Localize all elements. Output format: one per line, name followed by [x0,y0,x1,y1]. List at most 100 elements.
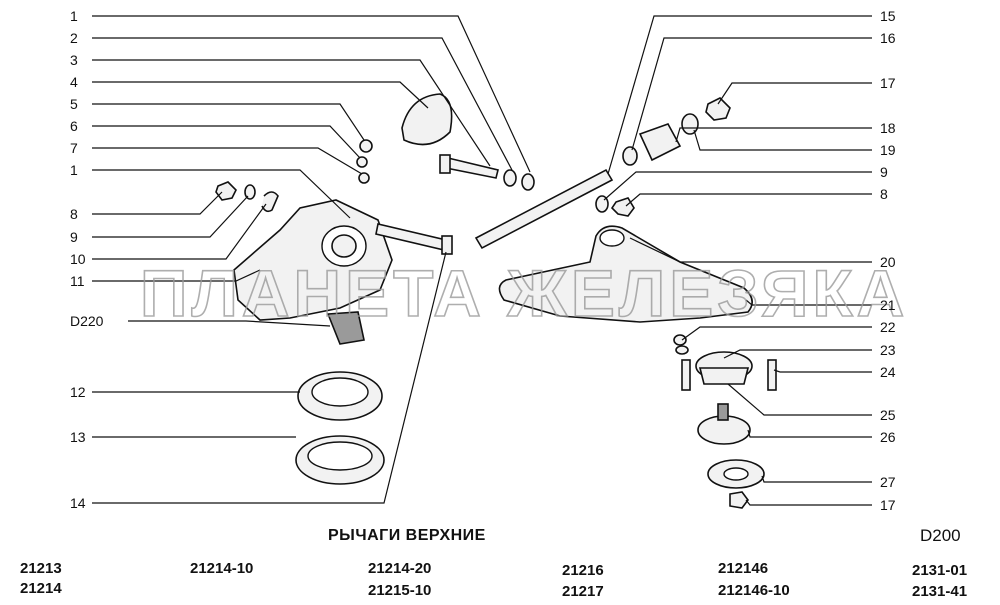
model-code: 21214 [20,580,62,597]
callout-label: 6 [70,118,78,134]
leader-line [717,82,872,105]
callout-label: 20 [880,254,896,270]
washer-part-6 [356,156,368,168]
callouts-left: 1 2 3 4 5 6 7 1 8 9 10 11 D220 12 13 14 [70,8,104,511]
callout-label: 14 [70,495,86,511]
spring-cup-inner-13 [307,441,373,471]
leader-line [693,129,872,151]
leader-line [92,103,365,141]
leader-line [761,475,872,483]
leader-line [92,125,361,159]
arm-bushing [331,234,357,258]
callout-label: 23 [880,342,896,358]
callout-label: 17 [880,497,896,513]
model-code: 2131-01 [912,562,968,579]
leader-line [727,383,872,416]
callouts-right: 15 16 17 18 19 9 8 20 21 22 23 24 25 26 … [880,8,896,513]
washer-part-21 [675,345,689,355]
parts-illustration [215,93,777,509]
callout-label: 9 [70,229,78,245]
ball-joint-body-23 [698,367,750,385]
gasket-hole-27 [723,467,749,481]
callout-label: 18 [880,120,896,136]
bushing-part-18 [638,123,682,162]
leader-line [607,15,872,175]
nut-part-5 [359,139,373,153]
model-code: 21217 [562,583,604,600]
washer-part-7 [358,172,370,184]
leader-line [629,237,872,263]
callout-label: 12 [70,384,86,400]
callout-label: 5 [70,96,78,112]
washer-part-16 [622,146,638,166]
leader-line [92,169,351,219]
callout-label: 27 [880,474,896,490]
leader-line [92,59,491,167]
callout-label: 10 [70,251,86,267]
model-code: 21216 [562,562,604,579]
leader-line [631,37,872,151]
long-bolt-head-14 [441,235,453,255]
callout-label: 11 [70,273,85,289]
callout-label: 4 [70,74,78,90]
shaft-part-15 [474,168,614,250]
ball-stud-25 [717,403,729,421]
watermark-text: ПЛАНЕТА ЖЕЛЕЗЯКА [140,256,908,330]
callout-label: 1 [70,8,78,24]
model-code: 21213 [20,560,62,577]
leader-line [92,191,223,215]
model-code: 2131-41 [912,583,968,600]
leader-line [92,37,513,171]
callout-label: 1 [70,162,78,178]
model-code: 212146-10 [718,582,790,599]
leader-line [128,320,331,327]
leader-lines [92,15,872,506]
washer-part-9-left [244,184,256,200]
washer-part-1 [521,173,535,191]
leader-line [92,15,531,173]
model-code: 21215-10 [368,582,432,599]
callout-label: 24 [880,364,896,380]
leader-line [92,81,429,109]
nut-part-22 [673,334,687,346]
bolt-part-3 [445,157,499,179]
callout-label: 9 [880,164,888,180]
washer-part-19 [681,113,699,135]
leader-line [92,195,249,238]
leader-line [745,499,872,506]
leader-line [603,171,872,201]
callout-label: 2 [70,30,78,46]
bracket-part-d220 [326,311,365,345]
model-code: 21214-10 [190,560,254,577]
model-code: 212146 [718,560,769,577]
callout-label: 16 [880,30,896,46]
bolt-part-left-23 [681,359,691,391]
nut-part-17-bottom [729,491,749,509]
nut-part-17-top [705,97,731,121]
washer-part-9-right [595,195,609,213]
leader-line [745,299,872,306]
callout-label: 7 [70,140,78,156]
callout-label: 15 [880,8,896,24]
callout-label: 8 [880,186,888,202]
model-code: 21214-20 [368,560,432,577]
callout-label: 13 [70,429,86,445]
leader-line [675,127,872,143]
washer-part-2 [503,169,517,187]
callout-label: 22 [880,319,896,335]
diagram-code: D200 [920,526,961,545]
upper-arm-right [498,225,753,323]
bolt-part-24 [767,359,777,391]
clip-part-10 [261,191,279,213]
spring-seat-inner-12 [311,377,369,407]
callout-label: 17 [880,75,896,91]
diagram-title: РЫЧАГИ ВЕРХНИЕ [328,527,486,544]
leader-line [92,203,267,260]
leader-line [773,369,872,373]
callout-label: 19 [880,142,896,158]
leader-line [92,269,261,282]
leader-line [723,349,872,359]
bolt-head-3 [439,154,451,174]
nut-part-8-left [215,181,237,201]
callout-label: 8 [70,206,78,222]
